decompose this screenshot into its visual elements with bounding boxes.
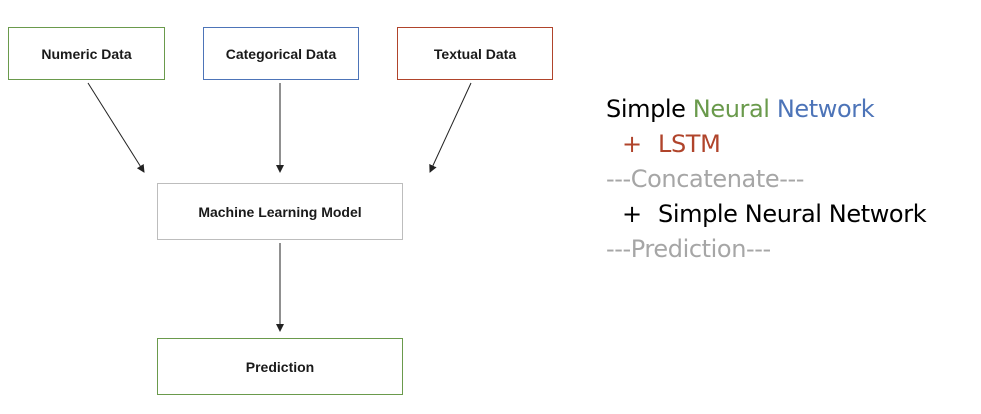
categorical-data-label: Categorical Data [225, 45, 337, 62]
numeric-data-label: Numeric Data [41, 45, 132, 62]
prediction-label: Prediction [245, 358, 315, 375]
ml-model-label: Machine Learning Model [198, 203, 362, 220]
prediction-box: Prediction [157, 338, 403, 395]
legend-line-simple-neural-network: Simple Neural Network [606, 92, 976, 127]
legend-line-concatenate: ---Concatenate--- [606, 162, 976, 197]
arrow-textual-to-model [429, 82, 472, 173]
legend-line-lstm: + LSTM [606, 127, 976, 162]
arrow-numeric-to-model [87, 82, 145, 173]
legend-line-second-network: + Simple Neural Network [606, 197, 976, 232]
legend-word-neural: Neural [692, 95, 770, 123]
legend-line-prediction: ---Prediction--- [606, 232, 976, 267]
legend-word-simple: Simple [606, 95, 686, 123]
legend-text-lstm: LSTM [658, 130, 721, 158]
legend-text-concatenate: ---Concatenate--- [606, 165, 804, 193]
architecture-legend: Simple Neural Network + LSTM ---Concatena… [606, 92, 976, 267]
legend-text-second-network: Simple Neural Network [658, 200, 927, 228]
textual-data-box: Textual Data [397, 27, 553, 80]
legend-plus-second-network: + [622, 200, 642, 228]
legend-word-network: Network [776, 95, 875, 123]
textual-data-label: Textual Data [433, 45, 517, 62]
categorical-data-box: Categorical Data [203, 27, 359, 80]
ml-model-box: Machine Learning Model [157, 183, 403, 240]
numeric-data-box: Numeric Data [8, 27, 165, 80]
legend-plus-lstm: + [622, 130, 642, 158]
legend-text-prediction: ---Prediction--- [606, 235, 771, 263]
